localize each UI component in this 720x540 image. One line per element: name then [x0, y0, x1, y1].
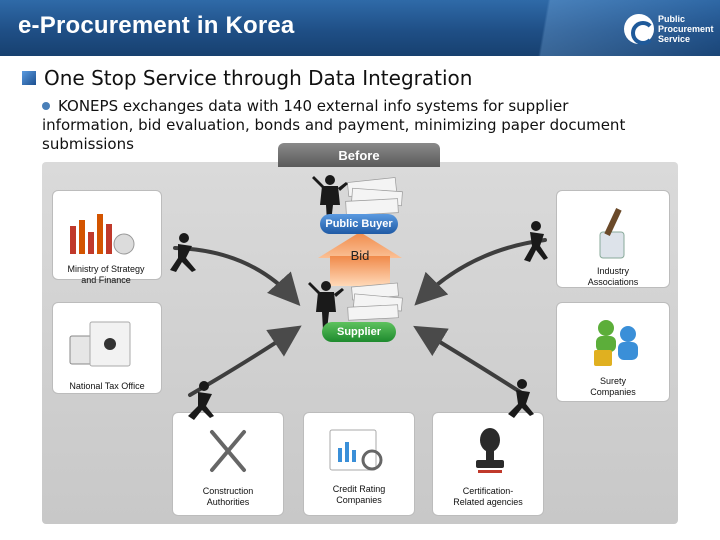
supplier-person-icon [308, 281, 344, 330]
bid-label: Bid [350, 248, 370, 263]
runner-surety-icon [508, 379, 534, 418]
certification-label: Certification-Related agencies [453, 486, 523, 507]
square-bullet-icon [22, 71, 36, 85]
bid-arrow-body [330, 256, 390, 286]
bullet-paragraph: KONEPS exchanges data with 140 external … [42, 97, 702, 154]
logo-icon [624, 14, 655, 45]
users-lock-icon [594, 320, 638, 366]
tools-icon [210, 430, 246, 472]
surety-box [556, 302, 670, 402]
header-bar: e-Procurement in Korea Public Procuremen… [0, 0, 720, 56]
bullet-line-2: information, bid evaluation, bonds and p… [42, 116, 626, 134]
person-icons [170, 175, 548, 420]
runner-ministry-icon [170, 233, 196, 272]
header-decoration [470, 0, 720, 56]
section-heading: One Stop Service through Data Integratio… [22, 66, 472, 90]
bar-chart-icon [70, 214, 135, 255]
public-buyer-label: Public Buyer [320, 214, 398, 234]
arrow-industry [414, 238, 547, 306]
arrow-surety [413, 325, 527, 397]
round-bullet-icon [42, 102, 50, 110]
document-stack-icon [345, 177, 403, 321]
calculator-icon [69, 321, 131, 367]
logo-text: Public Procurement Service [658, 14, 714, 44]
bullet-line-1: KONEPS exchanges data with 140 external … [58, 97, 569, 115]
bullet-line-3: submissions [42, 135, 134, 153]
tax-office-label: National Tax Office [69, 381, 145, 391]
before-tab: Before [278, 143, 440, 167]
runner-tax-icon [188, 381, 214, 420]
buyer-person-icon [312, 175, 348, 222]
section-title: One Stop Service through Data Integratio… [44, 66, 473, 90]
runner-industry-icon [524, 221, 548, 262]
supplier-label: Supplier [322, 322, 396, 342]
arrow-ministry [173, 246, 301, 306]
page-title: e-Procurement in Korea [18, 12, 295, 39]
paint-brush-icon [599, 208, 625, 259]
credit-report-icon [329, 429, 383, 471]
construction-box [172, 412, 284, 516]
stamp-icon [476, 428, 504, 473]
pps-logo: Public Procurement Service [624, 10, 714, 48]
